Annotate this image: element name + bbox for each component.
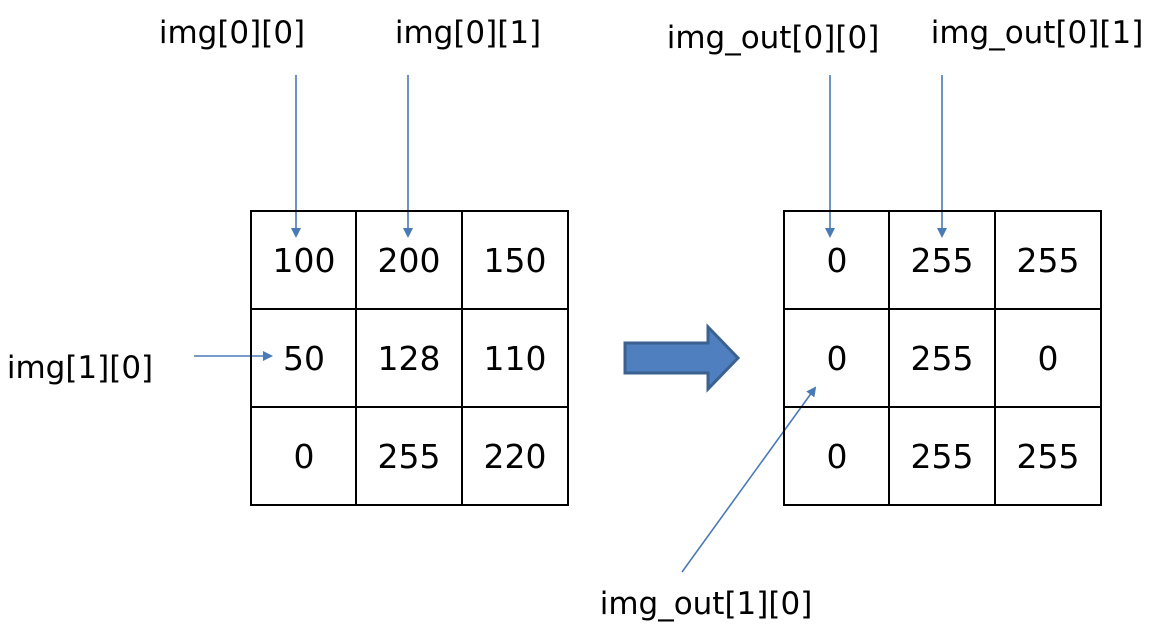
input-cell: 128	[378, 339, 441, 378]
output-cell: 0	[827, 437, 848, 476]
output-grid-border	[783, 210, 1102, 506]
output-cell: 255	[911, 339, 974, 378]
input-cell: 110	[484, 339, 547, 378]
input-cell: 200	[378, 241, 441, 280]
output-cell: 0	[827, 241, 848, 280]
label-img-0-0: img[0][0]	[159, 15, 305, 51]
output-cell: 255	[1017, 437, 1080, 476]
input-grid-border	[250, 210, 569, 506]
label-img-out-1-0: img_out[1][0]	[600, 586, 813, 622]
input-cell: 100	[273, 241, 336, 280]
input-cell: 220	[484, 437, 547, 476]
input-cell: 0	[294, 437, 315, 476]
label-img-0-1: img[0][1]	[395, 15, 541, 51]
output-cell: 255	[911, 241, 974, 280]
output-cell: 255	[1017, 241, 1080, 280]
output-cell: 0	[1038, 339, 1059, 378]
label-img-1-0: img[1][0]	[7, 350, 153, 386]
input-cell: 150	[484, 241, 547, 280]
output-grid: 0 255 255 0 255 0 0 255 255	[783, 210, 1102, 506]
pointer-arrow-img-out-1-0	[681, 386, 817, 573]
output-cell: 0	[827, 339, 848, 378]
label-img-out-0-0: img_out[0][0]	[667, 20, 880, 56]
label-img-out-0-1: img_out[0][1]	[931, 15, 1144, 51]
input-cell: 50	[283, 339, 325, 378]
input-grid: 100 200 150 50 128 110 0 255 220	[250, 210, 569, 506]
transform-arrow-icon	[623, 323, 741, 393]
input-cell: 255	[378, 437, 441, 476]
output-cell: 255	[911, 437, 974, 476]
